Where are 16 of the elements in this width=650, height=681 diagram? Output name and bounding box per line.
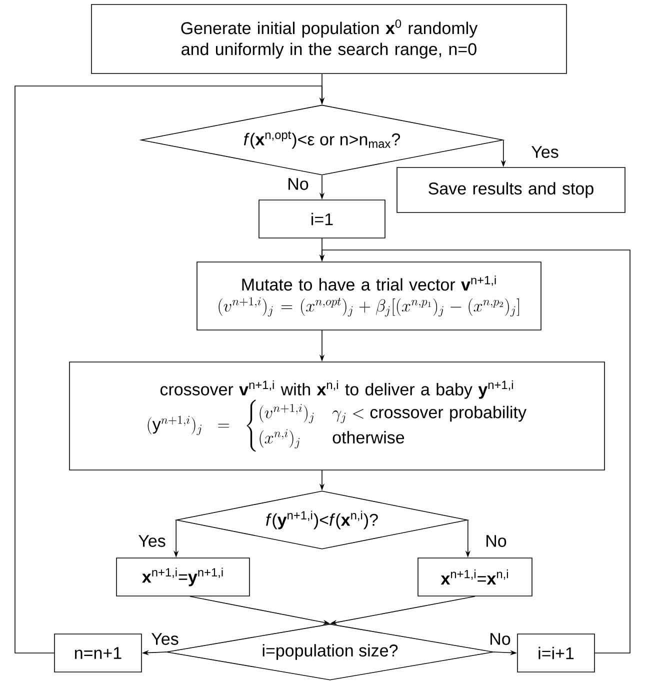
edge-label: No: [486, 535, 506, 547]
edge-label: Yes: [138, 535, 166, 547]
process-box: Save results and stop: [396, 167, 626, 213]
process-box: i=i+1: [517, 634, 595, 672]
edge-label: No: [490, 633, 510, 645]
edge-label: Yes: [532, 146, 558, 158]
process-box: Mutate to have a trial vector v$^{n+1,i}$ $(v^{n+1,i})_j = (x^{n,opt})_j + \beta_j[(x^{n,p_1})_j - (x^{n,p_2})_j]$: [196, 262, 542, 330]
process-box: x$^{n+1,i}$=y$^{n+1,i}$: [116, 558, 250, 596]
edge-label: Yes: [152, 633, 178, 645]
process-box: crossover v$^{n+1,i}$ with x$^{n,i}$ to deliver a baby y$^{n+1,i}$ $(\mathrm{y}^{n+1,i})_j = \begin{cases} (v^{n+1,i})_j & \gamma_j < \mathrm{crossover\ probability} \\ (x^{n,i})_j & \mathrm{otherwise} \end{cases}$: [69, 362, 605, 470]
process-box: n=n+1: [54, 634, 142, 672]
process-box: i=1: [258, 200, 386, 238]
edge-label: No: [288, 178, 308, 190]
process-box: Generate initial population x$^{0}$ randomly and uniformly in the search range, n=0: [91, 4, 567, 74]
arrow: [14, 86, 325, 654]
process-box: x$^{n+1,i}$=x$^{n,i}$: [418, 558, 532, 596]
